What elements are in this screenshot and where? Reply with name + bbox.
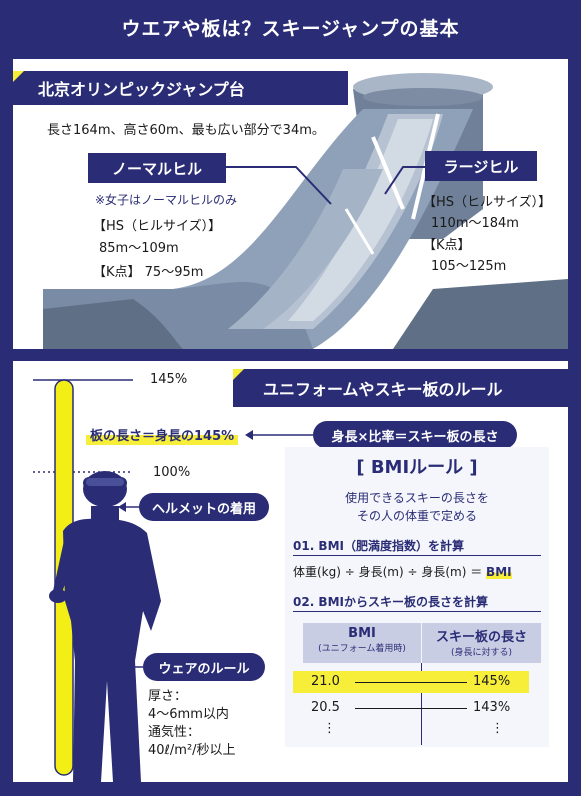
- large-k-label: 【K点】: [423, 238, 471, 253]
- bmi-table: BMI (ユニフォーム着用時) スキー板の長さ (身長に対する) 21.0 14…: [293, 623, 541, 745]
- arrow-left-icon: [245, 430, 313, 440]
- rules-title-tab: ユニフォームやスキー板のルール: [233, 369, 568, 407]
- divider: [293, 555, 541, 556]
- hill-title: 北京オリンピックジャンプ台: [38, 80, 245, 99]
- arrow-left-icon: [118, 502, 140, 512]
- large-k-value: 105〜125m: [431, 259, 507, 274]
- formula-pill: 身長×比率＝スキー板の長さ: [313, 421, 517, 449]
- ski-jump-illustration: [43, 73, 568, 349]
- bmi-title: [ BMIルール ]: [356, 457, 478, 478]
- normal-hill-label: ノーマルヒル: [88, 153, 226, 183]
- bmi-box: [ BMIルール ] 使用できるスキーの長さを その人の体重で定める 01. B…: [285, 447, 549, 747]
- table-cell-ratio: 145%: [473, 674, 511, 689]
- pct-100-label: 100%: [153, 465, 191, 480]
- page-header: ウエアや板は？スキージャンプの基本: [0, 0, 581, 54]
- large-hill-label: ラージヒル: [425, 151, 537, 181]
- table-cell-bmi: 20.5: [311, 700, 340, 715]
- wear-breathability-label: 通気性：: [148, 725, 201, 740]
- rules-title: ユニフォームやスキー板のルール: [263, 380, 503, 399]
- row-connector: [355, 708, 467, 709]
- wear-pill: ウェアのルール: [143, 653, 265, 681]
- bmi-step1: 01. BMI（肥満度指数）を計算: [293, 539, 464, 553]
- table-row: 21.0 145%: [303, 673, 541, 693]
- normal-hill-note: ※女子はノーマルヒルのみ: [95, 193, 238, 207]
- table-cell-ratio: ⋮: [491, 721, 504, 736]
- col2-sub: (身長に対する): [450, 648, 513, 658]
- wear-breathability-value: 40ℓ/m²/秒以上: [148, 743, 236, 758]
- large-hill-pointer: [384, 166, 425, 195]
- bmi-step2: 02. BMIからスキー板の長さを計算: [293, 595, 488, 609]
- table-cell-ratio: 143%: [473, 700, 511, 715]
- ski-length-note: 板の長さ＝身長の145%: [86, 423, 239, 445]
- normal-hs-value: 85m〜109m: [99, 241, 179, 256]
- hill-title-tab: 北京オリンピックジャンプ台: [13, 71, 348, 105]
- wear-thickness-label: 厚さ：: [148, 689, 188, 704]
- divider: [293, 611, 541, 612]
- page-title: ウエアや板は？スキージャンプの基本: [121, 17, 460, 40]
- normal-hill-pointer: [226, 166, 332, 205]
- large-hs-value: 110m〜184m: [431, 216, 519, 231]
- jumper-figure: [33, 379, 161, 782]
- arrow-left-icon: [121, 662, 143, 672]
- normal-hs-label: 【HS（ヒルサイズ）】: [93, 219, 222, 234]
- bmi-formula-text: 体重(kg) ÷ 身長(m) ÷ 身長(m) ＝: [293, 565, 487, 579]
- table-cell-bmi: 21.0: [311, 674, 340, 689]
- corner-accent-icon: [13, 71, 24, 82]
- row-connector: [355, 682, 467, 683]
- wear-details: 厚さ： 4〜6mm以内 通気性： 40ℓ/m²/秒以上: [148, 688, 236, 760]
- wear-thickness-value: 4〜6mm以内: [148, 707, 229, 722]
- table-header-ratio: スキー板の長さ (身長に対する): [422, 623, 541, 663]
- hill-panel: 北京オリンピックジャンプ台 長さ164m、高さ60m、最も広い部分で34m。 ノ…: [13, 59, 568, 349]
- bmi-desc-1: 使用できるスキーの長さを: [345, 491, 489, 505]
- table-row: 20.5 143%: [303, 699, 541, 719]
- table-row: ⋮ ⋮: [303, 720, 541, 740]
- bmi-desc-2: その人の体重で定める: [356, 509, 477, 523]
- table-cell-bmi: ⋮: [323, 721, 336, 736]
- rules-panel: 145% 100% ユニフォームやスキー板のルール 板の長さ＝身長の145% 身…: [13, 361, 568, 782]
- table-divider: [421, 663, 422, 745]
- pct-145-label: 145%: [150, 372, 188, 387]
- col2-header: スキー板の長さ: [435, 630, 527, 645]
- helmet-pill: ヘルメットの着用: [139, 493, 269, 521]
- bmi-formula-result: BMI: [486, 565, 512, 579]
- large-hs-label: 【HS（ヒルサイズ）】: [423, 195, 552, 210]
- col1-header: BMI: [348, 626, 376, 641]
- table-header-bmi: BMI (ユニフォーム着用時): [303, 623, 421, 663]
- corner-accent-icon: [233, 369, 244, 380]
- normal-k-point: 【K点】 75〜95m: [93, 265, 204, 280]
- col1-sub: (ユニフォーム着用時): [318, 644, 406, 654]
- hill-description: 長さ164m、高さ60m、最も広い部分で34m。: [47, 123, 325, 138]
- bmi-formula: 体重(kg) ÷ 身長(m) ÷ 身長(m) ＝ BMI: [293, 563, 512, 580]
